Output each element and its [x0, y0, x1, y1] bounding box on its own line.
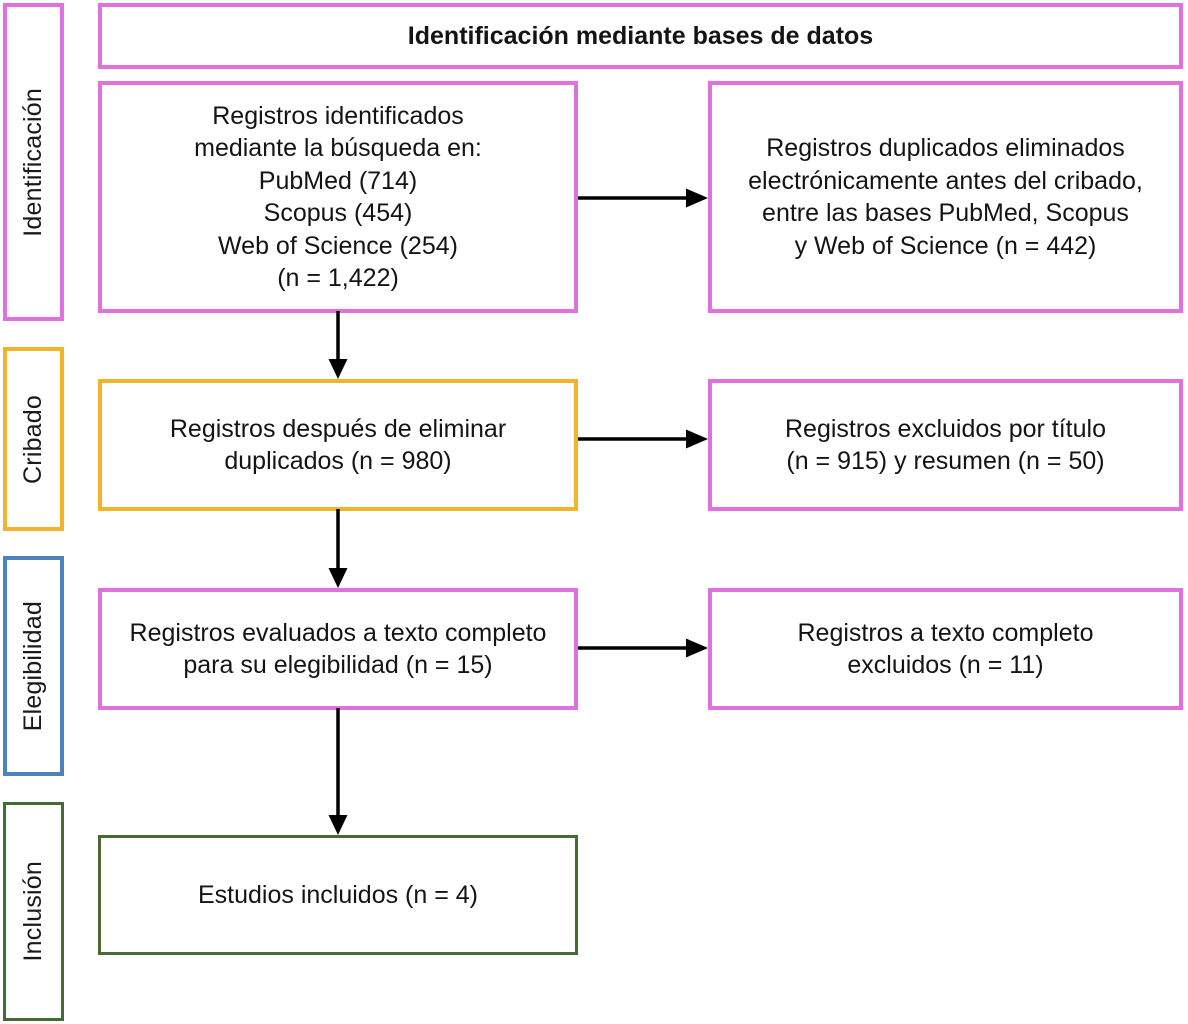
box-fulltext-assessed: Registros evaluados a texto completo par…	[98, 588, 578, 710]
box-fulltext-assessed-text: Registros evaluados a texto completo par…	[129, 618, 547, 680]
box-duplicates-removed: Registros duplicados eliminados electrón…	[708, 81, 1183, 313]
stage-label-inclusion: Inclusión	[3, 802, 64, 1021]
box-included-studies: Estudios incluidos (n = 4)	[98, 835, 578, 955]
box-records-after-duplicates-text: Registros después de eliminar duplicados…	[169, 414, 507, 476]
box-fulltext-excluded-text: Registros a texto completo excluidos (n …	[797, 618, 1094, 680]
box-duplicates-removed-text: Registros duplicados eliminados electrón…	[748, 134, 1143, 260]
header-title: Identificación mediante bases de datos	[407, 21, 874, 50]
arrow-down-fulltext-to-included	[326, 708, 350, 837]
stage-label-inclusion-text: Inclusión	[19, 861, 47, 962]
stage-label-elegibilidad-text: Elegibilidad	[19, 600, 47, 732]
box-records-after-duplicates: Registros después de eliminar duplicados…	[98, 379, 578, 511]
stage-label-cribado-text: Cribado	[19, 394, 47, 484]
box-records-identified-text: Registros identificados mediante la búsq…	[194, 101, 482, 293]
arrow-down-after-duplicates-to-fulltext	[326, 509, 350, 590]
box-fulltext-excluded: Registros a texto completo excluidos (n …	[708, 588, 1183, 710]
box-records-excluded-title-abstract-text: Registros excluidos por título (n = 915)…	[785, 414, 1106, 476]
box-records-excluded-title-abstract: Registros excluidos por título (n = 915)…	[708, 379, 1183, 511]
stage-label-identificacion: Identificación	[3, 3, 64, 321]
box-records-identified: Registros identificados mediante la búsq…	[98, 81, 578, 313]
box-included-studies-text: Estudios incluidos (n = 4)	[197, 880, 478, 909]
stage-label-cribado: Cribado	[3, 347, 64, 531]
arrow-right-identified-to-duplicates	[578, 186, 710, 210]
arrow-right-fulltext-to-fulltext-excluded	[578, 636, 710, 660]
arrow-right-after-duplicates-to-excluded	[578, 427, 710, 451]
stage-label-identificacion-text: Identificación	[19, 87, 47, 237]
header-box: Identificación mediante bases de datos	[98, 3, 1183, 69]
arrow-down-identified-to-after-duplicates	[326, 311, 350, 381]
stage-label-elegibilidad: Elegibilidad	[3, 556, 64, 776]
